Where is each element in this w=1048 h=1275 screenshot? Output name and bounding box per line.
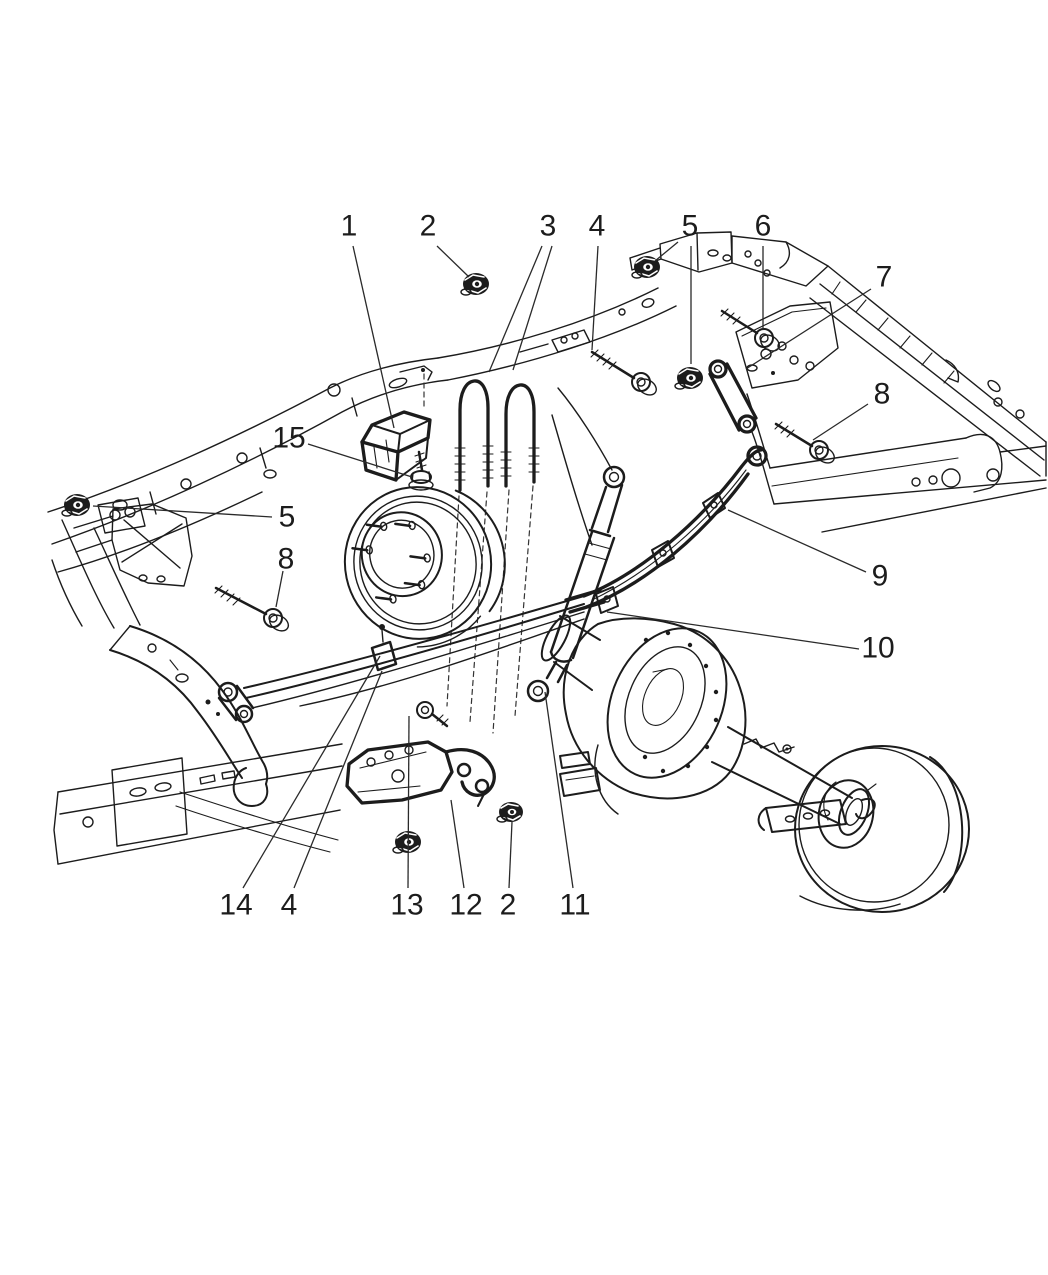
rear-axle (540, 614, 876, 836)
leader-line-9 (727, 509, 867, 573)
callout-8: 8 (874, 378, 891, 411)
leader-line-4 (293, 670, 383, 889)
leader-line-3 (512, 245, 553, 371)
diff-cover-bolts (642, 630, 719, 774)
bolt-4 (590, 349, 657, 396)
callout-11: 11 (559, 889, 590, 922)
nut-5-mid (631, 256, 660, 279)
callout-leaders (92, 241, 872, 889)
u-bolts (446, 379, 540, 734)
nut-5-left (61, 494, 90, 517)
leader-line-14 (242, 655, 381, 889)
rear-shackle (708, 359, 758, 434)
leader-line-8 (275, 570, 284, 608)
jounce-bumper (360, 365, 433, 482)
callout-14: 14 (219, 889, 252, 922)
leader-line-13 (407, 715, 410, 889)
leader-line-2 (436, 245, 470, 278)
callout-3: 3 (540, 210, 557, 243)
brake-drum (343, 486, 506, 648)
leaf-spring-rear (564, 445, 768, 614)
callout-6: 6 (755, 210, 772, 243)
frame-left-lower (51, 497, 343, 865)
diagram-artwork (47, 231, 1047, 913)
bolt-8-left (214, 585, 290, 632)
leader-line-11 (544, 691, 574, 889)
callout-12: 12 (449, 889, 482, 922)
leader-line-10 (606, 611, 860, 650)
frame-shackle-bracket (735, 301, 839, 389)
callout-13: 13 (390, 889, 423, 922)
leader-line-5 (92, 505, 273, 518)
callout-10: 10 (861, 632, 894, 665)
frame-rear-crossmember (629, 231, 829, 287)
callout-15: 15 (272, 422, 305, 455)
callout-5: 5 (279, 501, 296, 534)
nut-5-right (674, 367, 703, 390)
callout-4: 4 (589, 210, 606, 243)
leader-line-3 (488, 245, 543, 373)
frame-near-rail (746, 393, 1047, 533)
callout-8: 8 (278, 543, 295, 576)
frame-far-rail (809, 265, 1047, 477)
right-wheel-drum (794, 745, 970, 913)
callout-4: 4 (281, 889, 298, 922)
bumper-screw-15 (408, 450, 434, 491)
callout-9: 9 (872, 560, 889, 593)
leader-line-7 (745, 288, 872, 370)
leader-line-1 (352, 245, 395, 429)
callout-2: 2 (500, 889, 517, 922)
nut-2-top (460, 273, 489, 296)
leader-line-8 (812, 403, 869, 441)
callout-5: 5 (682, 210, 699, 243)
spring-plate-bracket (345, 740, 496, 807)
wheel-studs (351, 520, 431, 604)
leaf-spring-front (217, 595, 585, 724)
nut-13 (392, 831, 421, 854)
leader-line-15 (307, 443, 413, 478)
nut-2-bottom (496, 802, 523, 823)
bolt-8-right (774, 421, 835, 464)
leader-line-12 (450, 799, 465, 889)
front-spring-hanger (109, 625, 269, 807)
bolt-13 (416, 701, 449, 728)
leader-line-5 (654, 241, 679, 262)
bolt-6 (720, 308, 780, 352)
leader-line-4 (591, 245, 599, 351)
callout-2: 2 (420, 210, 437, 243)
callout-7: 7 (876, 261, 893, 294)
callout-1: 1 (341, 210, 358, 243)
leader-line-2 (508, 821, 513, 889)
